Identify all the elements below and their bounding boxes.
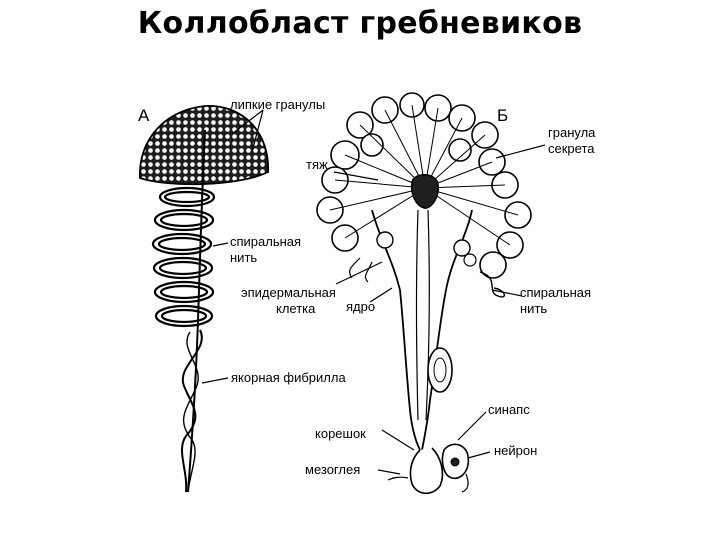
label-mesoglea: мезоглея [305,462,360,477]
label-synapse: синапс [488,402,530,417]
slide-title: Коллобласт гребневиков [137,6,583,41]
label-epidermal-cell-line1: эпидермальная [241,285,336,300]
label-epidermal-cell-line2: клетка [276,301,316,316]
label-spiral-thread-a-line1: спиральная [230,234,301,249]
central-body [410,174,439,209]
panel-b-drawing [316,92,532,495]
panel-b-label: Б [497,106,508,125]
label-strand: тяж [306,157,328,172]
label-neuron: нейрон [494,443,537,458]
leaders-a [201,109,264,384]
panel-a-label: А [138,106,150,125]
label-spiral-thread-b-line2: нить [520,301,547,316]
radiating-strands [329,104,519,246]
label-secretion-granule-line2: секрета [548,141,595,156]
cell-nucleus [427,347,453,393]
panel-a-drawing [139,105,269,493]
label-anchor-fibril: якорная фибрилла [231,370,346,385]
rootlet [409,447,444,495]
label-spiral-thread-a-line2: нить [230,250,257,265]
label-rootlet: корешок [315,426,366,441]
twisted-stalk [181,329,203,493]
side-spiral [479,271,505,298]
label-nucleus: ядро [346,299,375,314]
label-spiral-thread-b-line1: спиральная [520,285,591,300]
leaders-b [333,144,546,475]
label-secretion-granule-line1: гранула [548,125,596,140]
spiral-coils [151,186,216,328]
label-sticky-granules: липкие гранулы [230,97,325,112]
